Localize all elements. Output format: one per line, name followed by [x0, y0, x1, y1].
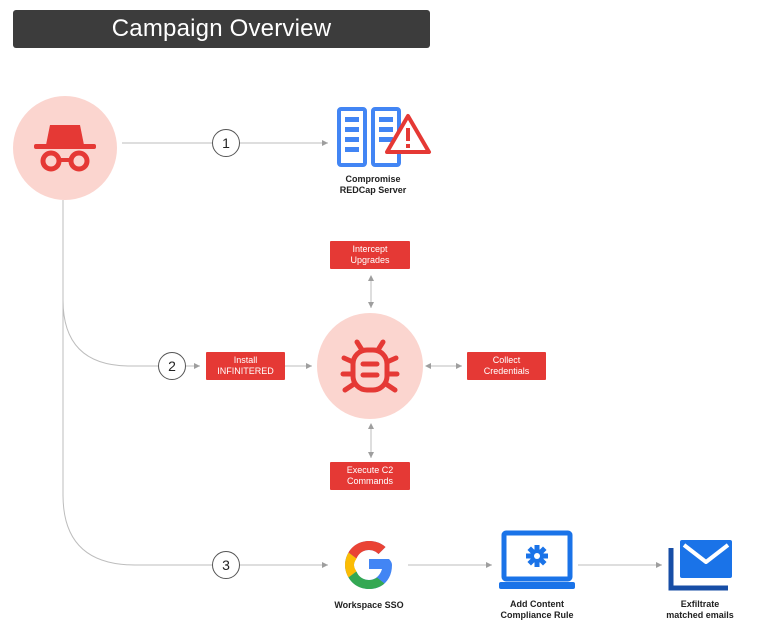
- execute-c2-label: Execute C2 Commands: [346, 465, 394, 486]
- google-g-icon: [345, 541, 392, 589]
- step-1-circle: 1: [212, 129, 240, 157]
- step-3-circle: 3: [212, 551, 240, 579]
- laptop-gear-icon: [499, 530, 575, 589]
- install-infinitered-label: Install INFINITERED: [217, 355, 274, 376]
- mail-icon: [668, 540, 732, 591]
- collect-credentials-box: Collect Credentials: [467, 352, 546, 380]
- execute-c2-box: Execute C2 Commands: [330, 462, 410, 490]
- collect-credentials-label: Collect Credentials: [483, 355, 530, 376]
- intercept-upgrades-box: Intercept Upgrades: [330, 241, 410, 269]
- title-bar: Campaign Overview: [13, 10, 430, 48]
- install-infinitered-box: Install INFINITERED: [206, 352, 285, 380]
- server-alert-icon: [337, 107, 431, 167]
- intercept-upgrades-label: Intercept Upgrades: [350, 244, 390, 265]
- compliance-rule-caption: Add Content Compliance Rule: [500, 599, 574, 620]
- step-2-circle: 2: [158, 352, 186, 380]
- bug-icon: [317, 313, 423, 419]
- line-actor-to-sso: [62, 300, 328, 568]
- exfiltrate-caption: Exfiltrate matched emails: [666, 599, 734, 620]
- workspace-sso-caption: Workspace SSO: [334, 600, 404, 610]
- redcap-caption: Compromise REDCap Server: [339, 174, 407, 195]
- page-title: Campaign Overview: [111, 15, 332, 42]
- line-actor-to-install: [62, 200, 200, 369]
- spy-icon: [13, 96, 117, 200]
